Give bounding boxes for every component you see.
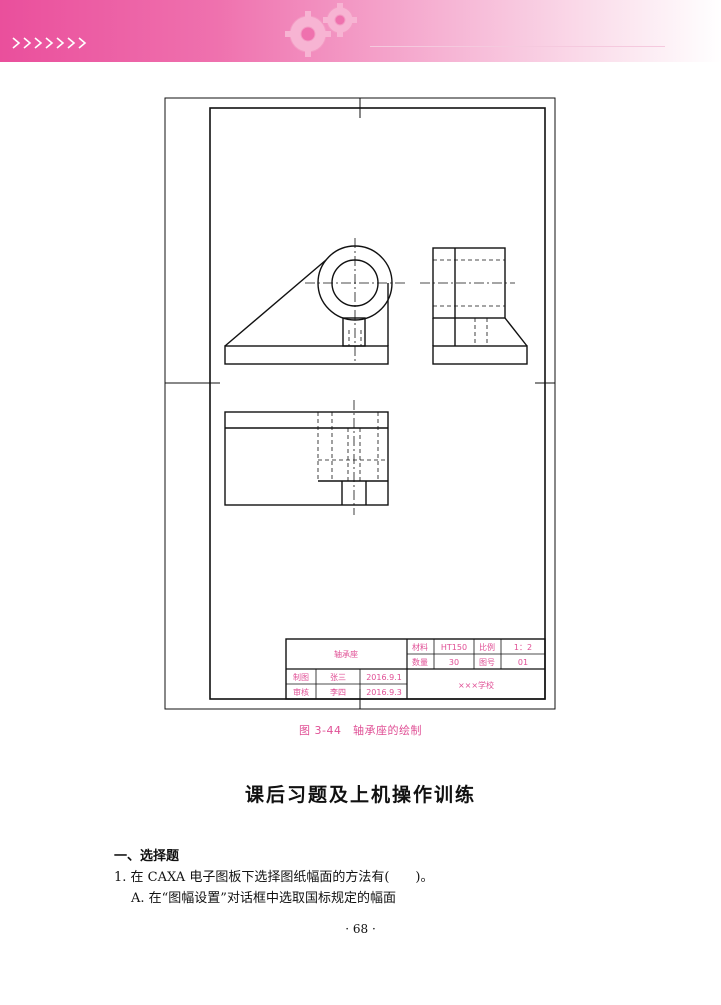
header-rule <box>370 46 665 47</box>
outer-border <box>164 97 556 710</box>
top-view-hidden-lines <box>317 412 388 481</box>
bearing-seat-drawing: 轴承座 材料 HT150 比例 1：2 数量 30 图号 01 制图 张三 20… <box>164 97 556 710</box>
header-banner <box>0 0 721 62</box>
material-value: HT150 <box>441 643 467 652</box>
material-label: 材料 <box>412 642 428 652</box>
front-view <box>224 245 393 365</box>
section-title: 课后习题及上机操作训练 <box>244 784 476 806</box>
school-name: ×××学校 <box>458 680 494 690</box>
title-block <box>285 638 546 700</box>
center-marks <box>165 98 555 709</box>
quantity-value: 30 <box>449 658 459 667</box>
checked-date: 2016.9.3 <box>366 688 402 697</box>
part-name: 轴承座 <box>334 649 358 659</box>
front-view-hidden-lines <box>348 330 362 346</box>
scale-value: 1：2 <box>514 643 532 652</box>
top-view <box>224 411 389 506</box>
front-view-centerlines <box>305 238 405 364</box>
drawn-name: 张三 <box>330 673 346 682</box>
figure-caption: 图 3-44 轴承座的绘制 <box>299 724 422 737</box>
side-view-hidden-lines <box>433 259 505 346</box>
title-block-text: 轴承座 材料 HT150 比例 1：2 数量 30 图号 01 制图 张三 20… <box>293 642 532 697</box>
question-1: 1. 在 CAXA 电子图板下选择图纸幅面的方法有( )。 <box>114 870 434 885</box>
exercise-subhead: 一、选择题 <box>114 849 180 864</box>
page-number: · 68 · <box>345 922 376 936</box>
gear-icon <box>285 3 357 57</box>
scale-label: 比例 <box>479 642 495 652</box>
drawing-no-value: 01 <box>518 658 528 667</box>
checked-name: 李四 <box>330 687 346 697</box>
chevrons-icon <box>12 37 87 49</box>
option-a: A. 在“图幅设置”对话框中选取国标规定的幅面 <box>131 891 396 906</box>
inner-border <box>209 107 546 700</box>
checked-label: 审核 <box>293 687 309 697</box>
drawing-no-label: 图号 <box>479 658 495 667</box>
quantity-label: 数量 <box>412 657 428 667</box>
drawn-label: 制图 <box>293 672 309 682</box>
drawn-date: 2016.9.1 <box>366 673 402 682</box>
